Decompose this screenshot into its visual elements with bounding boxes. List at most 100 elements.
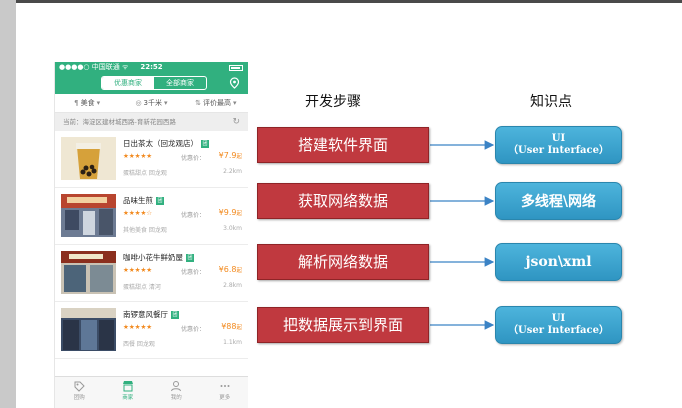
more-icon: [220, 385, 230, 387]
slide-top-rule: [16, 0, 682, 3]
knowledge-ui: UI （User Interface）: [495, 126, 622, 164]
price-label: 优惠价：: [181, 212, 206, 219]
merchant-name-text: 品味生煎: [123, 196, 153, 205]
knowledge-subtext: （User Interface）: [508, 145, 609, 156]
merchant-list-item[interactable]: 品味生煎团 ★★★★☆ 优惠价： ¥9.9起 其他美食 回龙观 3.0km: [55, 188, 248, 245]
filter-sort[interactable]: ⇅ 评价最高 ▾: [184, 98, 248, 108]
map-pin-icon[interactable]: [229, 77, 240, 89]
price-unit: 起: [236, 268, 242, 274]
merchant-distance: 2.2km: [223, 168, 242, 175]
chevron-down-icon: ▾: [96, 99, 101, 107]
location-icon: ◎: [135, 99, 142, 107]
tab-profile[interactable]: 我的: [152, 377, 201, 408]
tab-group-buy[interactable]: 团购: [55, 377, 104, 408]
merchant-thumbnail: [61, 308, 116, 351]
price-label: 优惠价：: [181, 326, 206, 333]
group-buy-badge: 团: [171, 311, 179, 319]
battery-icon: [229, 65, 243, 71]
merchant-segment-control[interactable]: 优惠商家 全部商家: [101, 76, 207, 90]
refresh-icon[interactable]: ↻: [232, 117, 240, 127]
price-unit: 起: [236, 211, 242, 217]
knowledge-text: json\xml: [525, 254, 592, 270]
nav-bar: 优惠商家 全部商家: [55, 73, 248, 94]
tab-label: 更多: [219, 395, 231, 401]
filter-distance[interactable]: ◎ 3千米 ▾: [119, 98, 183, 108]
tab-more[interactable]: 更多: [201, 377, 249, 408]
merchant-name-text: 南锣意风餐厅: [123, 310, 168, 319]
price-value: ¥88: [221, 322, 237, 331]
price-value: ¥9.9: [218, 208, 237, 217]
merchant-name: 日出茶太（回龙观店）团: [123, 138, 209, 149]
price-label: 优惠价：: [181, 155, 206, 162]
knowledge-text: 多线程\网络: [520, 194, 597, 210]
knowledge-text: UI: [551, 313, 566, 324]
tag-icon: [74, 381, 85, 392]
merchant-tags: 蛋糕甜点 清河: [123, 284, 161, 291]
group-buy-badge: 团: [156, 197, 164, 205]
clock-text: 22:52: [140, 63, 163, 71]
filter-bar: ¶ 美食 ▾ ◎ 3千米 ▾ ⇅ 评价最高 ▾: [55, 94, 248, 113]
status-bar: ●●●●○ 中国联通 ᯤ 22:52: [55, 62, 248, 73]
price-label: 优惠价：: [181, 269, 206, 276]
merchant-list-item[interactable]: 日出茶太（回龙观店）团 ★★★★★ 优惠价： ¥7.9起 蛋糕甜点 回龙观 2.…: [55, 131, 248, 188]
merchant-name: 南锣意风餐厅团: [123, 309, 179, 320]
step-fetch-data: 获取网络数据: [257, 183, 429, 219]
rating-stars: ★★★★★: [123, 152, 153, 160]
price-unit: 起: [236, 325, 242, 331]
chevron-down-icon: ▾: [233, 99, 237, 107]
carrier-text: ●●●●○ 中国联通 ᯤ: [59, 63, 129, 71]
steps-header: 开发步骤: [305, 94, 361, 110]
knowledge-header: 知识点: [530, 94, 572, 110]
tab-merchants[interactable]: 商家: [104, 377, 153, 408]
tab-label: 商家: [122, 395, 134, 401]
filter-sort-label: 评价最高: [203, 99, 231, 107]
bottom-tab-bar: 团购 商家 我的 更多: [55, 376, 248, 408]
slide-left-margin: [0, 0, 16, 408]
knowledge-threading-network: 多线程\网络: [495, 182, 622, 220]
merchant-name-text: 日出茶太（回龙观店）: [123, 139, 198, 148]
knowledge-json-xml: json\xml: [495, 243, 622, 281]
step-parse-data: 解析网络数据: [257, 244, 429, 280]
merchant-price: ¥9.9起: [219, 208, 242, 217]
filter-category-label: 美食: [80, 99, 95, 107]
merchant-price: ¥6.8起: [219, 265, 242, 274]
phone-screenshot: ●●●●○ 中国联通 ᯤ 22:52 优惠商家 全部商家 ¶ 美食 ▾ ◎ 3千…: [54, 62, 248, 408]
group-buy-badge: 团: [186, 254, 194, 262]
tab-label: 团购: [73, 395, 85, 401]
user-icon: [171, 381, 182, 392]
merchant-thumbnail: [61, 137, 116, 180]
tab-label: 我的: [170, 395, 182, 401]
group-buy-badge: 团: [201, 140, 209, 148]
price-value: ¥6.8: [218, 265, 237, 274]
rating-stars: ★★★★★: [123, 323, 153, 331]
merchant-tags: 其他美食 回龙观: [123, 227, 167, 234]
step-build-ui: 搭建软件界面: [257, 127, 429, 163]
rating-stars: ★★★★☆: [123, 209, 153, 217]
merchant-distance: 3.0km: [223, 225, 242, 232]
segment-discount-merchants[interactable]: 优惠商家: [102, 77, 154, 89]
merchant-list-item[interactable]: 南锣意风餐厅团 ★★★★★ 优惠价： ¥88起 西餐 回龙观 1.1km: [55, 302, 248, 359]
step-display-data: 把数据展示到界面: [257, 307, 429, 343]
current-location-bar: 当前：海淀区建材城西路-育新花园西路 ↻: [55, 113, 248, 131]
merchant-tags: 蛋糕甜点 回龙观: [123, 170, 167, 177]
chevron-down-icon: ▾: [164, 99, 168, 107]
merchant-list-item[interactable]: 咖啡小花牛鲜奶屋团 ★★★★★ 优惠价： ¥6.8起 蛋糕甜点 清河 2.8km: [55, 245, 248, 302]
filter-category[interactable]: ¶ 美食 ▾: [55, 98, 119, 108]
merchant-distance: 1.1km: [223, 339, 242, 346]
knowledge-text: UI: [551, 133, 566, 144]
price-value: ¥7.9: [218, 151, 237, 160]
merchant-thumbnail: [61, 194, 116, 237]
knowledge-ui-2: UI （User Interface）: [495, 306, 622, 344]
merchant-thumbnail: [61, 251, 116, 294]
merchant-price: ¥7.9起: [219, 151, 242, 160]
sort-icon: ⇅: [195, 99, 201, 107]
store-icon: [122, 381, 133, 392]
food-icon: ¶: [74, 99, 79, 107]
rating-stars: ★★★★★: [123, 266, 153, 274]
segment-all-merchants[interactable]: 全部商家: [166, 79, 194, 87]
merchant-distance: 2.8km: [223, 282, 242, 289]
merchant-name: 咖啡小花牛鲜奶屋团: [123, 252, 194, 263]
merchant-tags: 西餐 回龙观: [123, 341, 155, 348]
filter-distance-label: 3千米: [143, 99, 163, 107]
